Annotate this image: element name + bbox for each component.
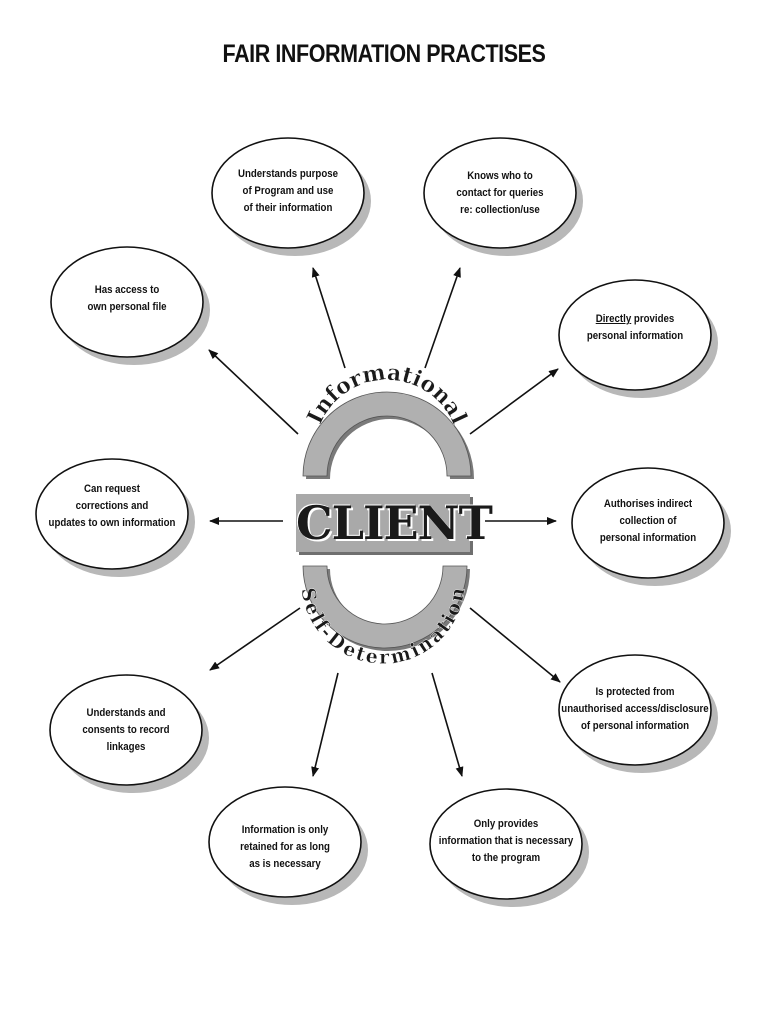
arrows — [208, 267, 561, 777]
node-line: provides — [631, 313, 675, 325]
node-line: personal information — [586, 330, 684, 342]
page-title: FAIR INFORMATION PRACTISES — [222, 40, 546, 68]
top-arc-band — [302, 391, 472, 477]
node-text-linkages: Understands and consents to record linka… — [60, 705, 192, 756]
node-line: retained for as long — [240, 841, 330, 853]
node-text-corrections: Can request corrections and updates to o… — [42, 481, 183, 532]
node-ellipse-authorises — [571, 467, 725, 579]
node-line: Understands and — [86, 707, 166, 719]
node-line: Information is only — [241, 824, 329, 836]
node-line: updates to own information — [48, 517, 176, 529]
node-line: unauthorised access/disclosure — [561, 703, 709, 715]
node-line: Has access to — [94, 284, 160, 296]
node-ellipses — [35, 137, 725, 900]
node-ellipse-corrections — [35, 458, 189, 570]
node-text-access: Has access to own personal file — [61, 282, 193, 316]
node-line: consents to record — [82, 724, 170, 736]
arrow-directly-provides — [469, 368, 559, 435]
node-line: own personal file — [87, 301, 167, 313]
node-line: of their information — [243, 202, 333, 214]
arrow-retained — [311, 672, 339, 777]
bottom-arc-band — [302, 565, 468, 649]
node-text-contact: Knows who to contact for queries re: col… — [434, 168, 566, 219]
node-ellipse-retained — [208, 786, 362, 898]
node-text-only-provides: Only provides information that is necess… — [431, 816, 581, 867]
node-ellipse-protected — [558, 654, 712, 766]
node-line: Is protected from — [595, 686, 675, 698]
node-ellipse-purpose — [211, 137, 365, 249]
node-ellipse-linkages — [49, 674, 203, 786]
node-ellipse-access — [50, 246, 204, 358]
node-ellipse-contact — [423, 137, 577, 249]
node-line: of personal information — [580, 720, 690, 732]
node-line: collection of — [619, 515, 677, 527]
node-line: as is necessary — [249, 858, 321, 870]
client-box — [296, 494, 470, 552]
arrow-access — [208, 349, 299, 435]
node-line: re: collection/use — [460, 204, 540, 216]
arrow-linkages — [209, 607, 301, 671]
node-text-retained: Information is only retained for as long… — [219, 822, 351, 873]
node-ellipse-directly-provides — [558, 279, 712, 391]
client-label: CLIENT — [296, 496, 493, 550]
node-line: contact for queries — [456, 187, 544, 199]
node-text-protected: Is protected from unauthorised access/di… — [560, 684, 710, 735]
node-line: Understands purpose — [237, 168, 339, 180]
node-line: Only provides — [473, 818, 539, 830]
node-line: corrections and — [75, 500, 149, 512]
node-line: personal information — [599, 532, 697, 544]
node-line: to the program — [471, 852, 541, 864]
node-line: of Program and use — [242, 185, 334, 197]
node-line: Authorises indirect — [603, 498, 693, 510]
node-line: linkages — [106, 741, 146, 753]
underlined-word: Directly — [595, 313, 632, 325]
node-text-purpose: Understands purpose of Program and use o… — [222, 166, 354, 217]
node-text-authorises: Authorises indirect collection of person… — [582, 496, 714, 547]
arrow-protected — [469, 607, 561, 683]
node-line: information that is necessary — [438, 835, 574, 847]
arrow-purpose — [311, 267, 346, 369]
node-line: Can request — [84, 483, 140, 495]
arrow-contact — [424, 267, 461, 369]
arrow-only-provides — [431, 672, 464, 777]
node-ellipse-only-provides — [429, 788, 583, 900]
node-line: Knows who to — [467, 170, 533, 182]
node-text-directly-provides: Directly provides personal information — [569, 311, 701, 345]
